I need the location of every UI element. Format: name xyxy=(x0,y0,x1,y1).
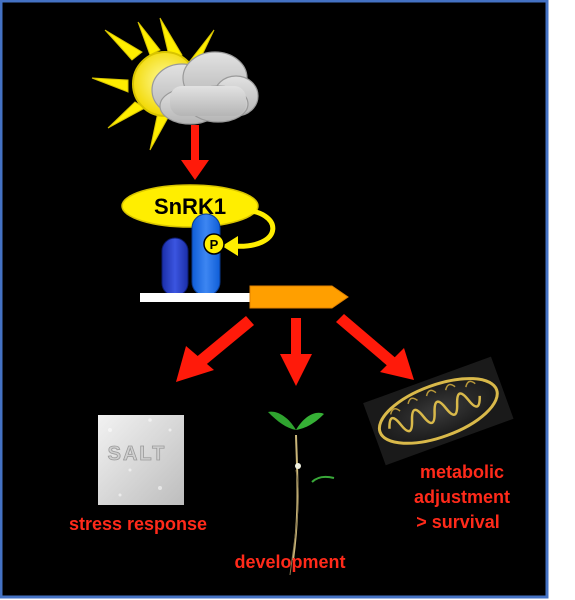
metabolic-label-line2: adjustment xyxy=(414,487,510,507)
arrow-to-stress xyxy=(176,316,254,382)
bzip-dimer: P xyxy=(161,213,225,297)
phosphorylation-arrow xyxy=(222,207,276,256)
arrow-to-development xyxy=(280,318,312,386)
mitochondrion-icon xyxy=(363,356,514,466)
stress-response-label: stress response xyxy=(69,514,207,534)
metabolic-label-line1: metabolic xyxy=(420,462,504,482)
snrk1-ellipse: SnRK1 xyxy=(121,184,259,228)
snrk1-label: SnRK1 xyxy=(154,194,226,219)
cloud-icon xyxy=(151,51,259,125)
dna-strand xyxy=(140,293,252,302)
arrow-to-metabolic xyxy=(336,314,414,380)
development-label: development xyxy=(234,552,345,572)
phosphate-badge xyxy=(203,233,225,255)
salt-label: SALT xyxy=(108,443,167,465)
gene-arrow xyxy=(249,285,349,309)
seedling-icon xyxy=(268,411,335,576)
salt-crystal-icon: SALT xyxy=(98,415,184,505)
phosphate-label: P xyxy=(210,237,219,252)
arrow-light-to-snrk1 xyxy=(181,125,209,180)
metabolic-label-line3: > survival xyxy=(416,512,500,532)
